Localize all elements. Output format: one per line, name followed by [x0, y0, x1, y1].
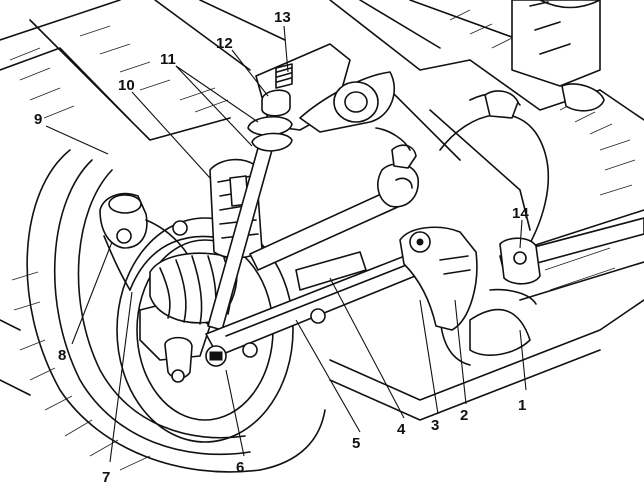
callout-9: 9 — [34, 111, 42, 128]
callout-11: 11 — [160, 51, 176, 68]
ball-joint — [116, 220, 227, 367]
callout-4: 4 — [397, 421, 406, 438]
callout-2: 2 — [460, 407, 468, 424]
callout-3: 3 — [431, 417, 439, 434]
callout-8: 8 — [58, 347, 66, 364]
callout-7: 7 — [102, 469, 110, 486]
callout-12: 12 — [216, 35, 233, 52]
callout-10: 10 — [118, 77, 135, 94]
callout-labels: 1 2 3 4 5 6 7 8 9 10 11 12 13 14 — [34, 9, 529, 486]
stabiliser-bar — [489, 217, 644, 305]
upper-mount — [247, 43, 395, 152]
tire — [0, 149, 326, 473]
leader-lines — [45, 25, 527, 463]
callout-14: 14 — [512, 205, 529, 222]
shock-absorber — [511, 0, 605, 112]
rear-pivot-bracket — [399, 226, 478, 331]
upper-control-arm — [249, 127, 419, 271]
callout-13: 13 — [274, 9, 291, 26]
callout-1: 1 — [518, 397, 526, 414]
callout-5: 5 — [352, 435, 360, 452]
callout-6: 6 — [236, 459, 244, 476]
